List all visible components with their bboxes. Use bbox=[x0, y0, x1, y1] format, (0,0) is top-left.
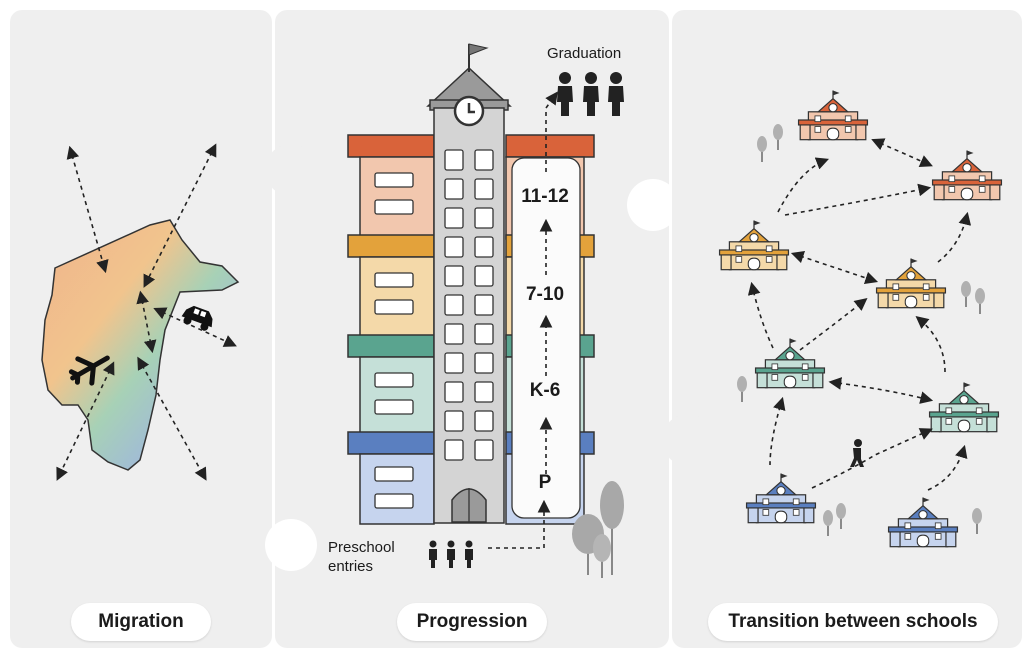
tower-window bbox=[474, 265, 494, 287]
tower-window bbox=[474, 439, 494, 461]
transition-label: Transition between schools bbox=[708, 603, 998, 641]
grade-label: P bbox=[538, 472, 552, 493]
progression-label: Progression bbox=[397, 603, 547, 641]
flag-icon bbox=[468, 43, 489, 72]
tree-cluster-icon bbox=[572, 481, 624, 578]
panel-progression bbox=[265, 10, 679, 648]
building-tower bbox=[426, 43, 512, 524]
tower-window bbox=[474, 149, 494, 171]
tower-window bbox=[444, 207, 464, 229]
tower-window bbox=[444, 236, 464, 258]
panel-transition bbox=[662, 10, 1022, 648]
car-icon bbox=[181, 305, 213, 331]
tower-window bbox=[474, 207, 494, 229]
tower-window bbox=[444, 178, 464, 200]
clock-icon bbox=[453, 95, 485, 127]
tower-window bbox=[474, 410, 494, 432]
tower-window bbox=[474, 352, 494, 374]
tower-window bbox=[444, 439, 464, 461]
preschool-caption: Preschool entries bbox=[328, 539, 395, 575]
graduation-caption: Graduation bbox=[547, 45, 622, 62]
tower-window bbox=[474, 323, 494, 345]
grade-label: K-6 bbox=[529, 380, 561, 401]
tower-window bbox=[474, 294, 494, 316]
tower-window bbox=[444, 149, 464, 171]
grade-ladder bbox=[511, 157, 581, 519]
migration-label: Migration bbox=[71, 603, 211, 641]
building-left-wing bbox=[347, 134, 435, 525]
tower-window bbox=[444, 323, 464, 345]
grade-label: 7-10 bbox=[525, 284, 565, 305]
tower-window bbox=[444, 265, 464, 287]
grade-label: 11-12 bbox=[521, 186, 569, 207]
building-right-wing bbox=[505, 134, 595, 525]
tower-window bbox=[444, 294, 464, 316]
airplane-icon bbox=[68, 355, 110, 386]
graduates-people-icon bbox=[557, 72, 624, 116]
tower-window bbox=[444, 352, 464, 374]
tower-window bbox=[444, 410, 464, 432]
tower-window bbox=[474, 236, 494, 258]
tower-window bbox=[474, 178, 494, 200]
tower-window bbox=[444, 381, 464, 403]
panel-migration bbox=[10, 10, 272, 648]
walking-person-icon bbox=[850, 439, 864, 467]
tower-window bbox=[474, 381, 494, 403]
